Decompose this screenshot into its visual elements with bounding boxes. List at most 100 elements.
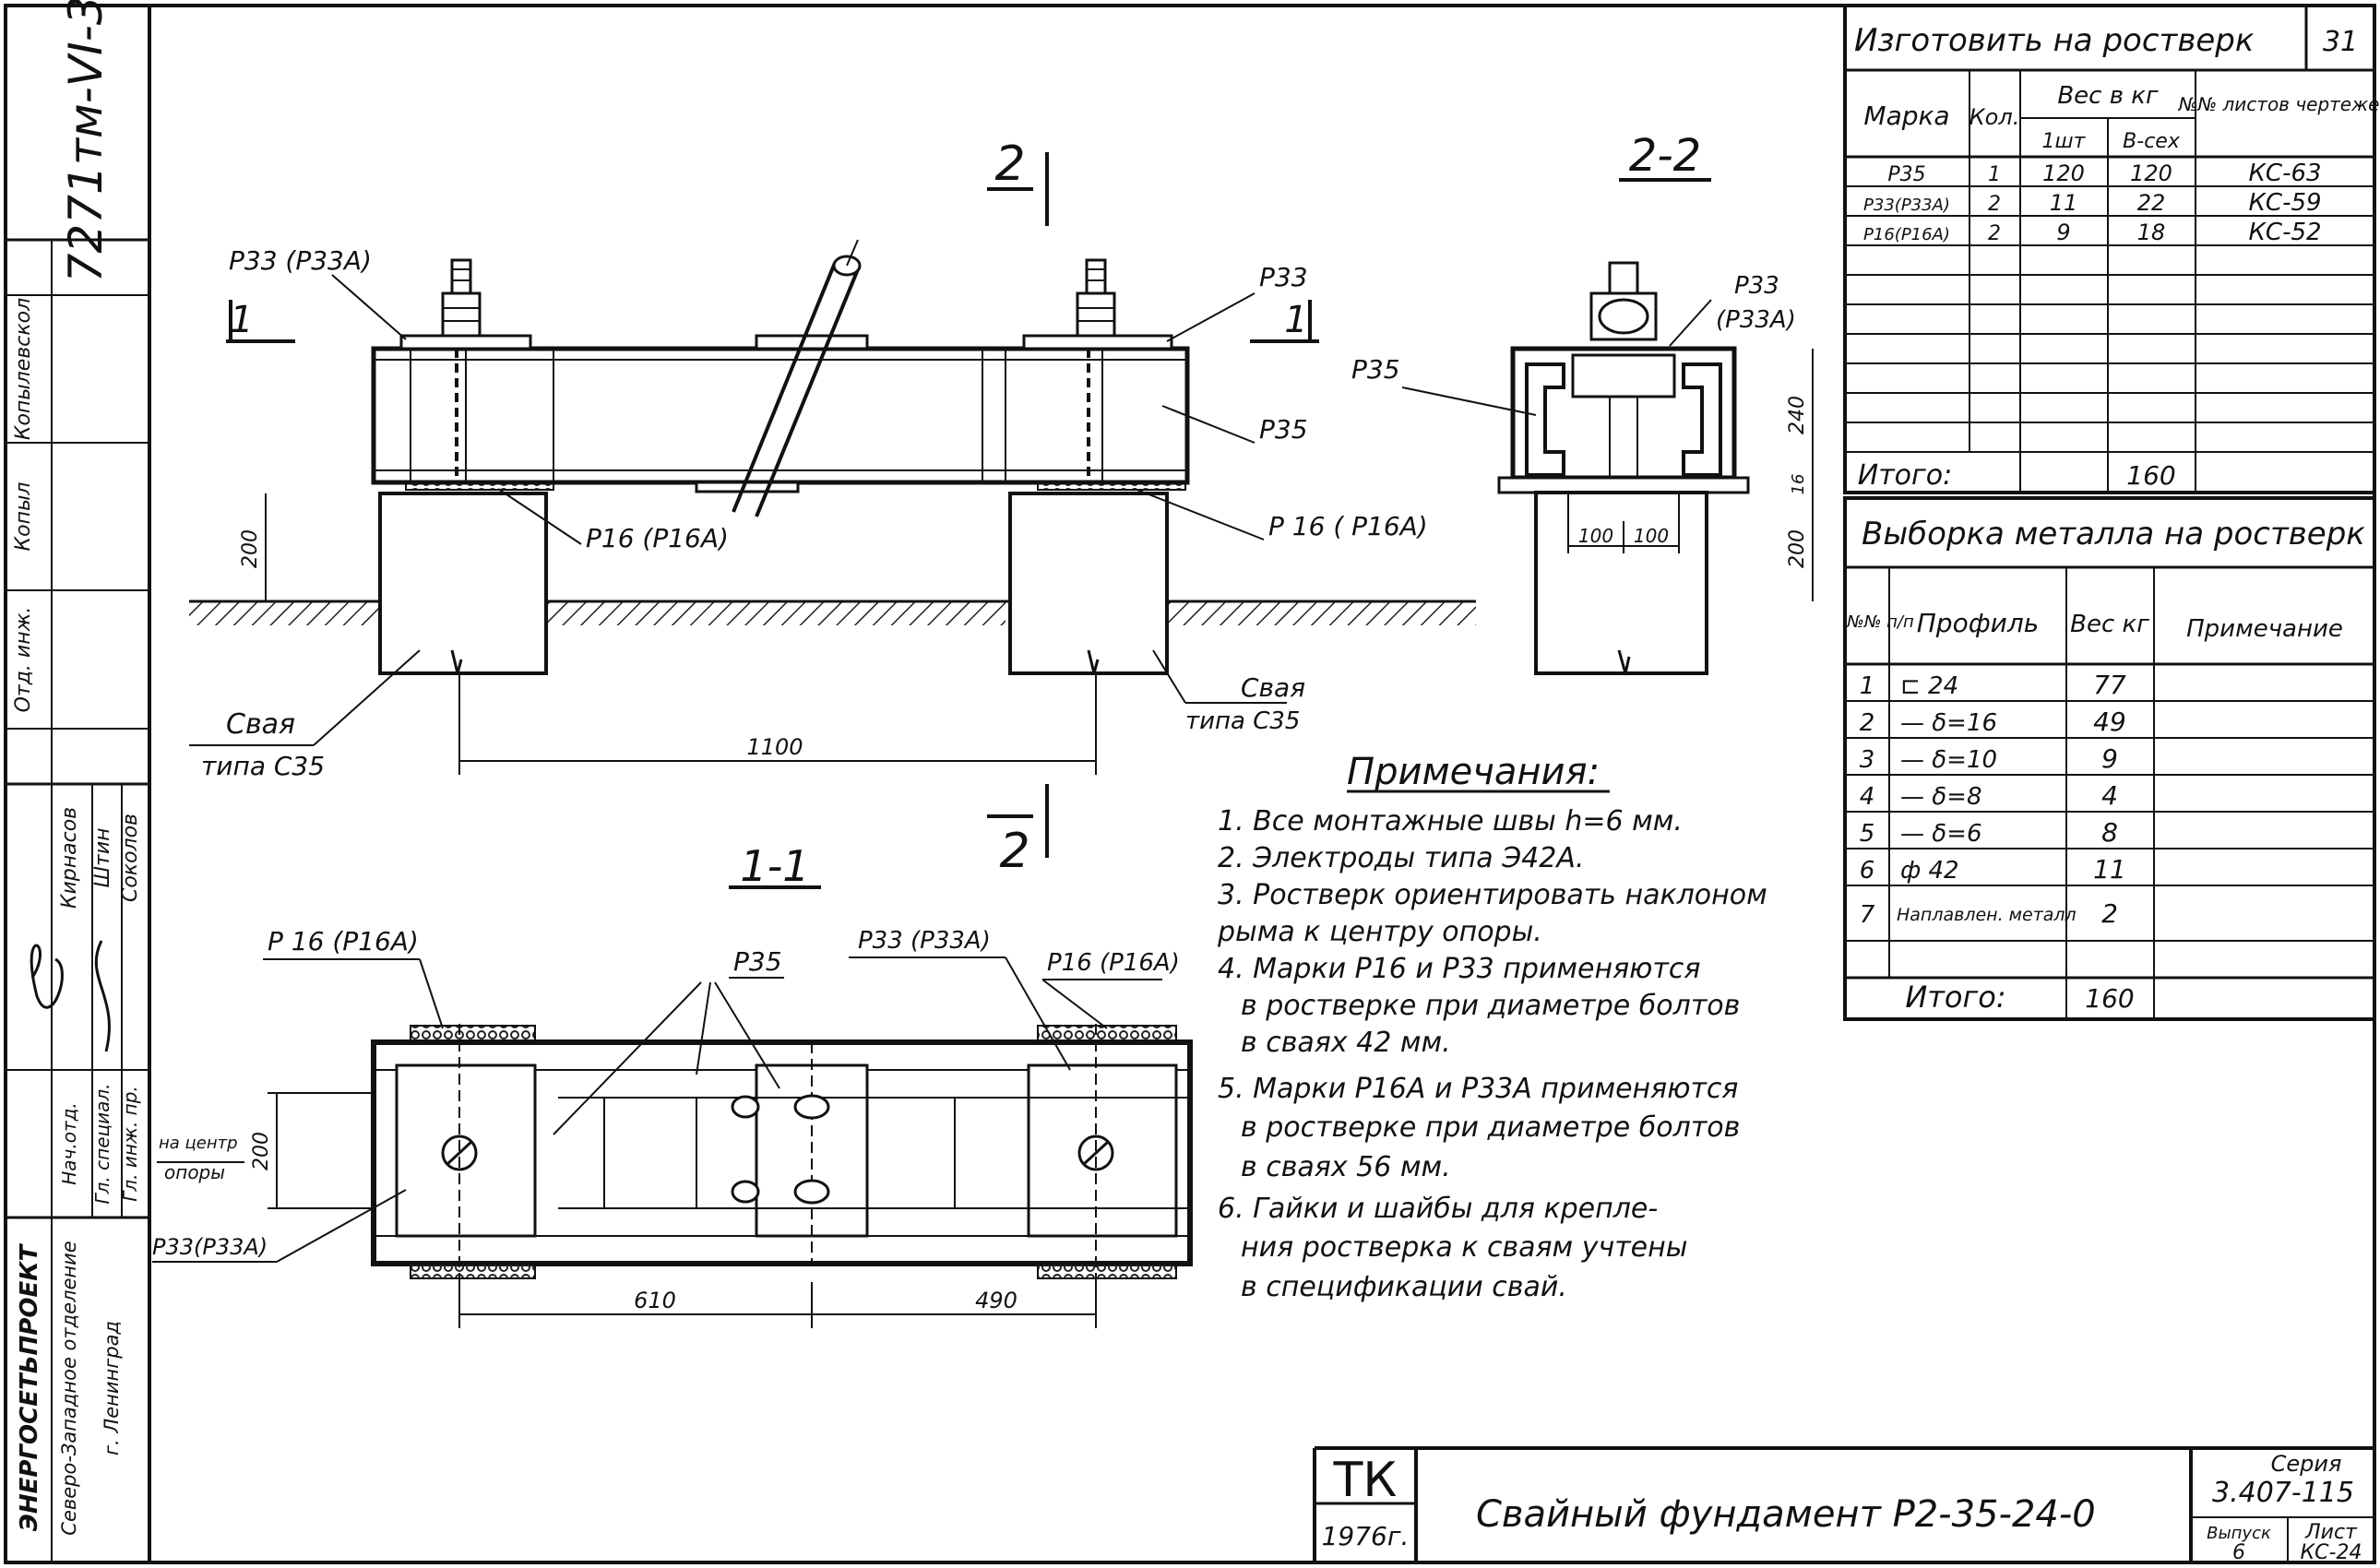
metal-cell: 3 (1860, 746, 1875, 774)
spec-cell: 9 (2056, 220, 2070, 245)
role-1: Нач.отд. (58, 1102, 80, 1185)
label-plan-p35: Р35 (733, 946, 782, 977)
role-2: Гл. специал. (91, 1083, 113, 1204)
bolt-left (441, 258, 482, 338)
dim-610: 610 (634, 1288, 676, 1313)
note-line: 6. Гайки и шайбы для крепле- (1218, 1193, 1658, 1225)
name-3: Соколов (119, 814, 142, 902)
note-line: 1. Все монтажные швы h=6 мм. (1218, 805, 1683, 837)
lifting-rod (732, 239, 862, 517)
note-line: 4. Марки Р16 и Р33 применяются (1218, 953, 1700, 985)
spec-title: Изготовить на ростверк (1854, 22, 2255, 59)
spec-h-mark: Марка (1863, 101, 1949, 131)
note-line: 3. Ростверк ориентировать наклоном (1218, 879, 1767, 911)
metal-h-profile: Профиль (1917, 608, 2040, 638)
spec-h-sheets: №№ листов чертежей (2178, 93, 2380, 115)
label-pile-left-1: Свая (226, 708, 295, 741)
label-pile-right-2: типа С35 (1185, 707, 1300, 735)
metal-cell: 9 (2101, 743, 2118, 774)
spec-cell: Р16(Р16А) (1863, 225, 1950, 244)
spec-cell: КС-52 (2248, 219, 2321, 246)
label-p16-right: Р 16 ( Р16А) (1268, 511, 1428, 541)
signature-1 (30, 944, 64, 1009)
label-plan-p33-left: Р33(Р33А) (152, 1234, 268, 1260)
org-city: г. Ленинград (101, 1321, 123, 1455)
org-branch: Северо-Западное отделение (58, 1241, 80, 1535)
label-side-p35: Р35 (1351, 354, 1400, 385)
title-2-2: 2-2 (1629, 130, 1701, 182)
metal-title: Выборка металла на ростверк (1862, 516, 2365, 552)
side-view: 2-2 100 100 240 16 200 Р33 (Р33А) Р35 (1351, 130, 1814, 675)
tk-code: ТК (1333, 1453, 1398, 1508)
role-3: Гл. инж. пр. (119, 1086, 141, 1202)
spec-h-qty: Кол. (1969, 104, 2020, 130)
spec-h-1pc: 1шт (2042, 130, 2087, 153)
spec-cell: 2 (1988, 193, 2001, 216)
sheet-frame (4, 4, 2376, 1564)
to-center-2: опоры (164, 1161, 225, 1183)
label-p16-left: Р16 (Р16А) (586, 523, 729, 553)
dim-16: 16 (1789, 474, 1808, 495)
cut-mark-2-top: 2 (994, 137, 1025, 192)
label-side-p33: Р33 (1734, 272, 1779, 300)
to-center-1: на центр (159, 1134, 238, 1153)
side-label-1: Копылевскол (12, 298, 35, 440)
elevation-view: 2 2 1100 200 Р33 (Р33А) Р33 Р35 Р16 (Р16… (189, 137, 1476, 879)
label-pile-right-1: Свая (1241, 672, 1305, 703)
note-line: 2. Электроды типа Э42А. (1218, 842, 1584, 874)
note-line: рыма к центру опоры. (1217, 916, 1542, 948)
cut-mark-1-right: 1 (1284, 299, 1307, 341)
dim-200-plan: 200 (250, 1132, 273, 1170)
metal-cell: — δ=8 (1900, 783, 1982, 811)
notes-title: Примечания: (1347, 751, 1600, 793)
plan-view: 1-1 610 490 (152, 841, 1193, 1328)
pile-right (1008, 492, 1169, 675)
dim-1100: 1100 (746, 734, 803, 760)
signature-2 (94, 940, 111, 1052)
dim-490: 490 (975, 1288, 1017, 1313)
metal-cell: ⊏ 24 (1900, 672, 1958, 700)
metal-cell: 4 (1860, 783, 1875, 811)
metal-cell: 7 (1860, 901, 1875, 929)
dim-240: 240 (1786, 396, 1809, 434)
series-value: 3.407-115 (2212, 1477, 2354, 1509)
note-line: в сваях 42 мм. (1241, 1027, 1451, 1059)
cut-mark-1-left: 1 (230, 299, 253, 341)
spec-cell: Р33(Р33А) (1863, 196, 1950, 215)
side-label-2: Копыл (12, 482, 35, 552)
org-name: ЭНЕРГОСЕТЬПРОЕКТ (16, 1243, 43, 1532)
spec-h-weight: Вес в кг (2057, 82, 2159, 110)
spec-cell: 11 (2050, 190, 2078, 216)
note-line: ния ростверка к сваям учтены (1241, 1231, 1687, 1264)
dim-100-b: 100 (1634, 525, 1669, 547)
metal-h-weight: Вес кг (2070, 611, 2149, 638)
metal-table: Выборка металла на ростверк №№ п/п Профи… (1843, 496, 2376, 1021)
metal-cell: 4 (2101, 780, 2118, 811)
cut-mark-2-bottom: 2 (999, 824, 1029, 879)
note-line: в спецификации свай. (1241, 1271, 1567, 1303)
metal-cell: — δ=10 (1900, 746, 1997, 774)
metal-cell: 11 (2093, 854, 2126, 885)
issue-label: Выпуск (2207, 1524, 2271, 1543)
metal-cell: 8 (2101, 817, 2118, 848)
label-plan-p16-left: Р 16 (Р16А) (268, 926, 419, 956)
spec-cell: КС-59 (2248, 189, 2321, 217)
metal-h-note: Примечание (2186, 615, 2343, 643)
metal-cell: 2 (2101, 898, 2118, 929)
metal-h-num: №№ п/п (1846, 612, 1914, 632)
year: 1976г. (1322, 1521, 1410, 1551)
spec-total-value: 160 (2126, 460, 2175, 491)
spec-cell: 22 (2137, 190, 2166, 216)
metal-cell: — δ=16 (1900, 709, 1997, 737)
spec-cell: КС-63 (2248, 160, 2321, 187)
metal-cell: ф 42 (1900, 857, 1959, 885)
left-stamp: 7271тм-VI-31 Копылевскол Копыл Отд. инж.… (6, 0, 149, 1562)
metal-cell: Наплавлен. металл (1897, 905, 2077, 925)
dim-200-right: 200 (1786, 529, 1809, 568)
metal-cell: 1 (1860, 672, 1875, 700)
spec-cell: 1 (1988, 163, 2001, 186)
label-plan-p33: Р33 (Р33А) (858, 927, 991, 955)
metal-cell: 77 (2093, 670, 2126, 700)
metal-total-label: Итого: (1905, 980, 2005, 1015)
